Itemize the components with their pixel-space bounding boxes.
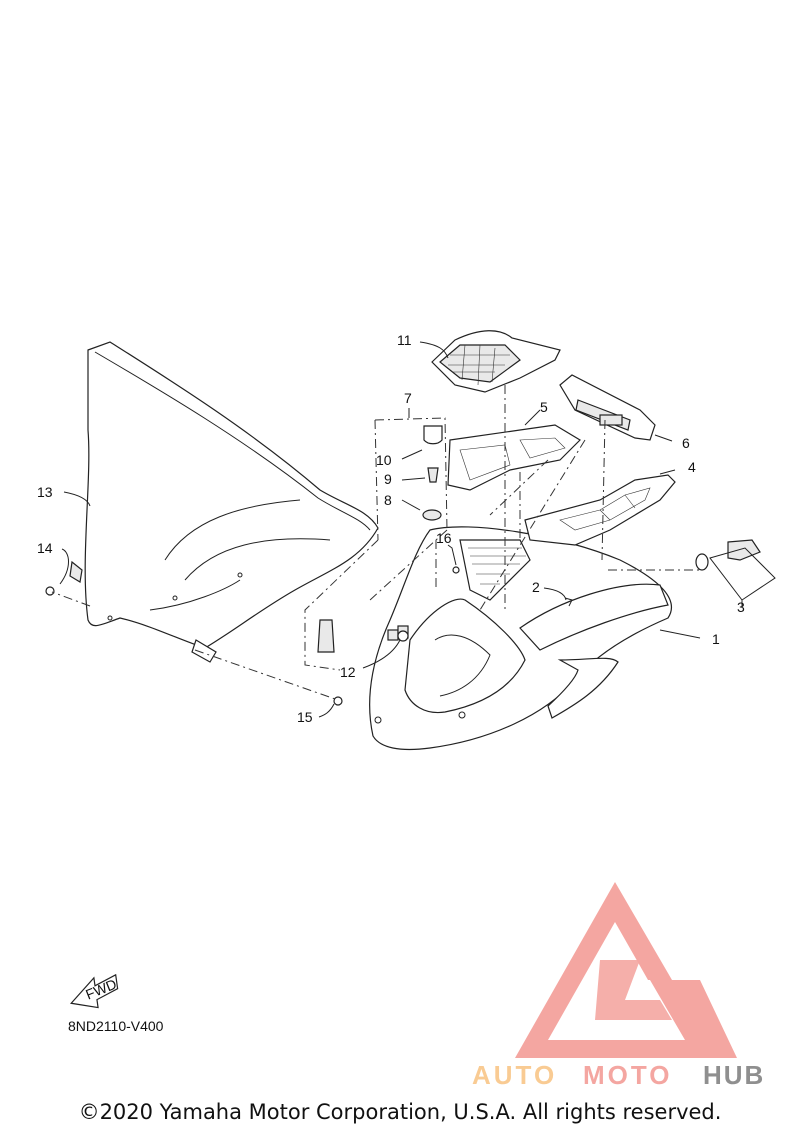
screw-14 [45,560,83,596]
diagram-code: 8ND2110-V400 [68,1018,164,1034]
logo-hub: HUB [703,1060,765,1090]
callout-8: 8 [384,492,392,508]
callout-4: 4 [688,459,696,475]
callout-9: 9 [384,471,392,487]
callout-2: 2 [532,579,540,595]
callout-15: 15 [297,709,313,725]
logo-moto: MOTO [583,1060,673,1090]
fwd-arrow-icon: FWD [70,973,119,1009]
callout-6: 6 [682,435,690,451]
part-6 [559,374,656,441]
callout-7: 7 [404,390,412,406]
callout-10: 10 [376,452,392,468]
assembly-3 [695,539,776,601]
callout-11: 11 [397,332,412,348]
fasteners [333,566,573,706]
windshield [84,341,379,663]
fwd-label: FWD [83,976,119,1003]
callout-12: 12 [340,664,356,680]
callout-14: 14 [37,540,53,556]
panel-5 [447,424,581,491]
front-cover [369,526,673,751]
leader-lines [51,341,743,718]
pad-11 [431,330,561,393]
callout-5: 5 [540,399,548,415]
automotohub-logo: AUTO MOTO HUB [472,882,765,1090]
assembly-7 [304,417,448,671]
copyright-notice: ©2020 Yamaha Motor Corporation, U.S.A. A… [78,1100,722,1124]
logo-auto: AUTO [472,1060,557,1090]
storage-net-panel-4 [524,474,676,546]
callout-labels: 1 2 3 4 5 6 7 8 9 10 11 12 13 14 15 16 [37,332,745,725]
callout-3: 3 [737,599,745,615]
callout-16: 16 [436,530,452,546]
callout-1: 1 [712,631,720,647]
callout-13: 13 [37,484,53,500]
